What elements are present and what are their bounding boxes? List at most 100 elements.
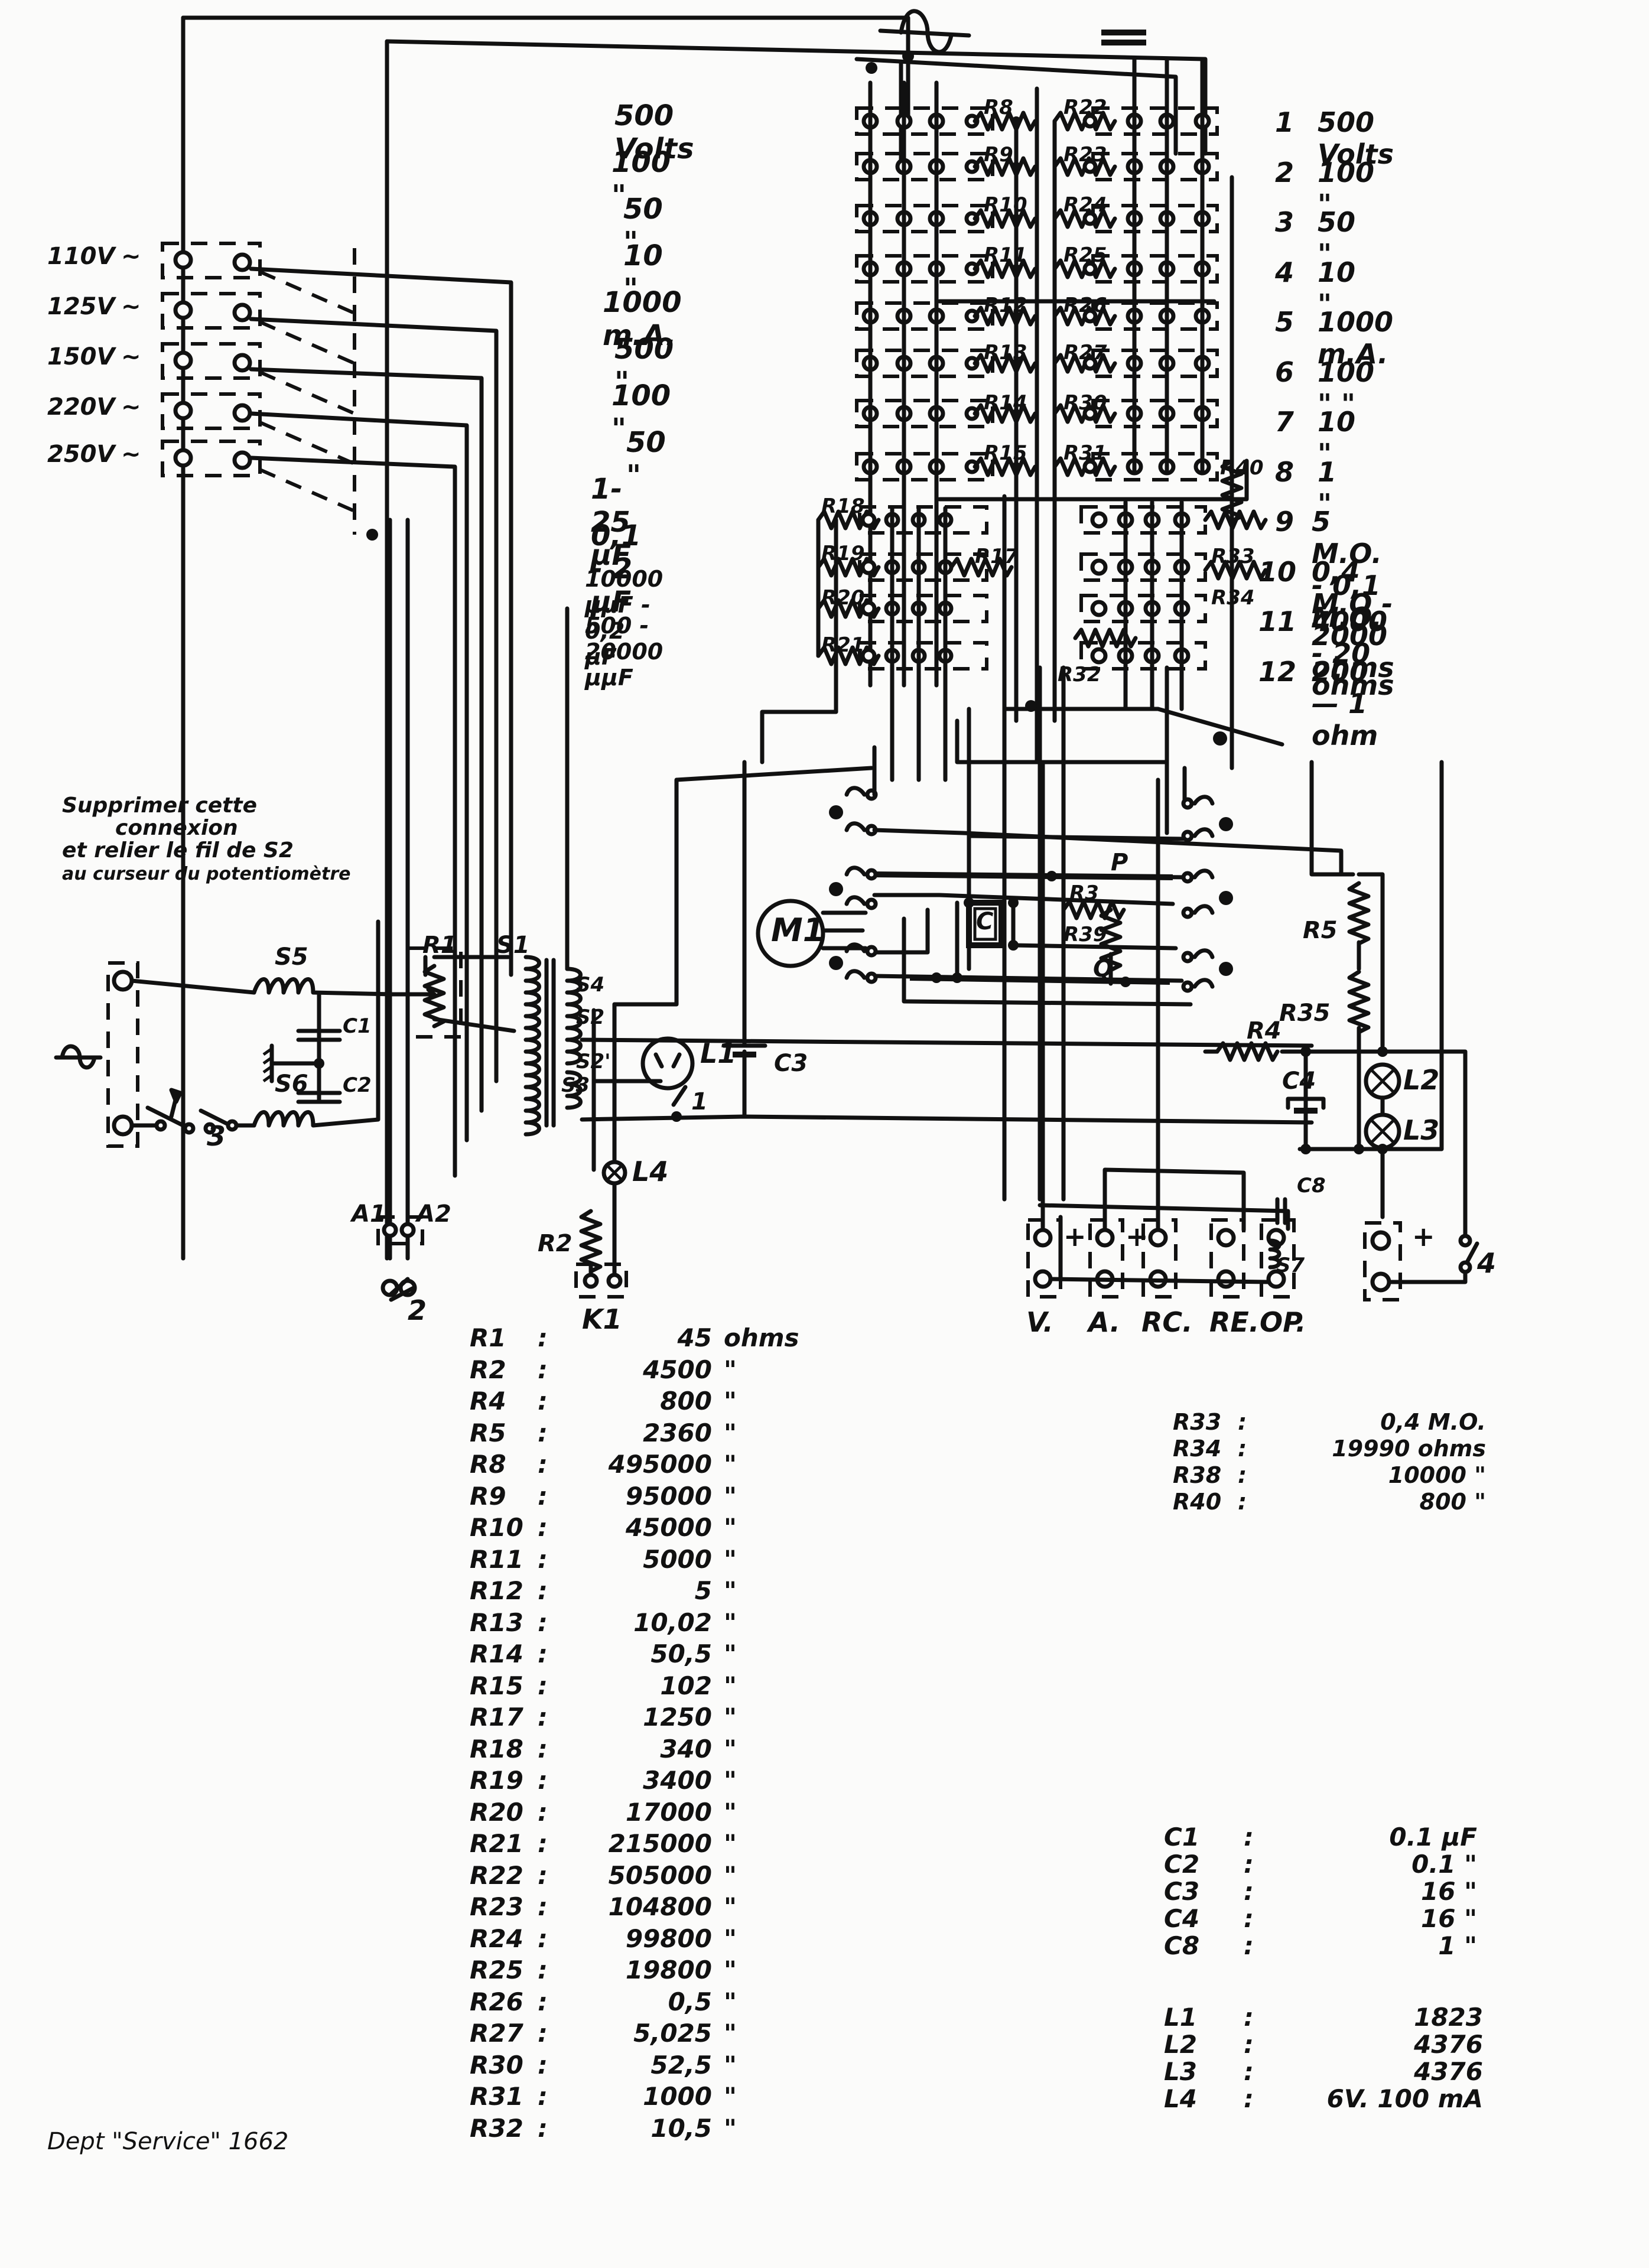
component-value: 0.1 µF bbox=[1389, 1823, 1477, 1852]
table-row: R4:800" bbox=[470, 1387, 854, 1418]
component-label: R1 bbox=[422, 932, 457, 959]
range-number: 3 bbox=[1274, 206, 1294, 238]
component-value: 1250 bbox=[643, 1703, 712, 1732]
value-unit: " bbox=[724, 2082, 737, 2111]
component-value: 800 " bbox=[1419, 1489, 1486, 1515]
component-ref: R12 bbox=[470, 1576, 523, 1605]
component-ref: R13 bbox=[470, 1608, 523, 1637]
ac-input-socket[interactable] bbox=[54, 961, 139, 1148]
value-unit: " bbox=[724, 2050, 737, 2080]
resistor-label: R12 bbox=[984, 294, 1027, 317]
motor-label: M1 bbox=[771, 912, 825, 949]
component-label: L3 bbox=[1403, 1114, 1440, 1146]
range-number: 2 bbox=[1274, 156, 1294, 188]
range-text: 100 " bbox=[612, 146, 671, 212]
value-unit: " bbox=[724, 1671, 737, 1700]
component-label: A2 bbox=[417, 1200, 451, 1228]
component-label: A1 bbox=[352, 1200, 386, 1228]
table-row: C4:16 " bbox=[1164, 1904, 1495, 1933]
component-ref: R20 bbox=[470, 1797, 523, 1827]
separator: : bbox=[1244, 2030, 1254, 2059]
resistor-label: R15 bbox=[984, 441, 1027, 465]
table-row: C8:1 " bbox=[1164, 1931, 1495, 1960]
component-ref: R1 bbox=[470, 1323, 506, 1352]
resistor-label: R27 bbox=[1063, 341, 1107, 365]
separator: : bbox=[1238, 1436, 1247, 1462]
selector-contacts[interactable] bbox=[829, 745, 1344, 993]
switch-row-ohm[interactable] bbox=[1079, 505, 1207, 535]
component-ref: R4 bbox=[470, 1387, 506, 1416]
a1-a2-terminals[interactable] bbox=[376, 1215, 424, 1302]
output-terminal[interactable] bbox=[1026, 1218, 1062, 1299]
range-text: 100 " bbox=[1318, 156, 1375, 220]
mains-tap-1[interactable] bbox=[161, 292, 356, 365]
mains-tap-label: 150V bbox=[47, 343, 115, 370]
component-value: 215000 bbox=[608, 1829, 712, 1858]
separator: : bbox=[538, 1639, 548, 1668]
mains-tap-0[interactable] bbox=[161, 242, 356, 315]
component-value: 5 bbox=[694, 1576, 712, 1605]
separator: : bbox=[538, 1513, 548, 1542]
output-terminal[interactable] bbox=[1209, 1218, 1245, 1299]
range-number: 10 bbox=[1258, 555, 1297, 588]
switch-row-ohm[interactable] bbox=[1079, 594, 1207, 623]
table-row: R2:4500" bbox=[470, 1355, 854, 1387]
range-text: 50 " bbox=[626, 426, 666, 492]
component-ref: R22 bbox=[470, 1860, 523, 1890]
range-number: 12 bbox=[1258, 655, 1297, 688]
mains-tap-4[interactable] bbox=[161, 440, 356, 513]
table-row: C3:16 " bbox=[1164, 1877, 1495, 1906]
resistor-label: R26 bbox=[1063, 294, 1107, 317]
separator: : bbox=[538, 2050, 548, 2080]
table-row: L1:1823 bbox=[1164, 2003, 1495, 2032]
separator: : bbox=[1244, 2084, 1254, 2113]
range-text: 100 " bbox=[612, 379, 671, 445]
value-unit: " bbox=[724, 1513, 737, 1542]
switch-row-ohm[interactable] bbox=[1079, 552, 1207, 582]
range-text: 500 Volts bbox=[1318, 106, 1394, 170]
table-row: C2:0.1 " bbox=[1164, 1850, 1495, 1879]
table-row: R32:10,5" bbox=[470, 2114, 854, 2146]
table-row: R20:17000" bbox=[470, 1798, 854, 1830]
resistor-label: R11 bbox=[984, 243, 1027, 267]
ac-symbol-icon: ~ bbox=[121, 243, 141, 270]
range-text: 10000 µµF - 0,2 µF bbox=[585, 566, 663, 670]
value-unit: " bbox=[724, 1955, 737, 1984]
separator: : bbox=[538, 1323, 548, 1352]
note-line: et relier le fil de S2 bbox=[62, 838, 294, 863]
mains-tap-2[interactable] bbox=[161, 342, 356, 415]
battery-terminal[interactable] bbox=[1363, 1221, 1479, 1301]
component-label: S2' bbox=[576, 1050, 611, 1073]
component-label: R33 bbox=[1211, 545, 1255, 568]
separator: : bbox=[538, 1734, 548, 1763]
component-value: 45 bbox=[677, 1323, 712, 1352]
component-label: C8 bbox=[1297, 1174, 1326, 1198]
separator: : bbox=[1244, 1850, 1254, 1879]
range-switch-bank[interactable] bbox=[816, 57, 1266, 782]
separator: : bbox=[538, 1987, 548, 2016]
switch-label: 2 bbox=[408, 1294, 427, 1326]
component-ref: L3 bbox=[1164, 2057, 1197, 2086]
component-label: S4 bbox=[576, 973, 605, 997]
value-unit: " bbox=[724, 1639, 737, 1668]
component-label: R3 bbox=[1069, 881, 1099, 905]
component-label: S1 bbox=[496, 932, 530, 959]
separator: : bbox=[538, 1892, 548, 1921]
mains-tap-label: 220V bbox=[47, 393, 115, 421]
table-row: R24:99800" bbox=[470, 1924, 854, 1956]
output-terminal-label: RE. bbox=[1209, 1306, 1260, 1338]
table-row: R38:10000 " bbox=[1173, 1462, 1498, 1489]
transformer-s1 bbox=[406, 606, 583, 1137]
component-label: L2 bbox=[1403, 1064, 1440, 1096]
output-terminal-label: A. bbox=[1088, 1306, 1120, 1338]
value-unit: " bbox=[724, 2019, 737, 2048]
output-terminal[interactable] bbox=[1088, 1218, 1124, 1299]
mains-voltage-selector[interactable] bbox=[161, 222, 410, 1261]
separator: : bbox=[538, 2113, 548, 2143]
component-label: R34 bbox=[1211, 586, 1255, 610]
output-terminals[interactable] bbox=[1026, 760, 1296, 1299]
component-value: 95000 bbox=[625, 1481, 712, 1511]
